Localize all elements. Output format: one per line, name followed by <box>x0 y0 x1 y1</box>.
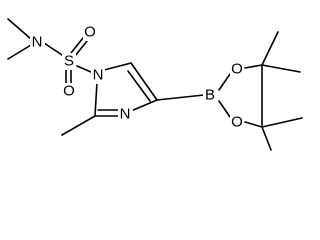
atom-o-boronate-top: O <box>231 61 243 78</box>
atom-n1-ring: N <box>93 67 104 84</box>
atom-s-sulfonyl: S <box>64 53 74 70</box>
bond-o-top-c <box>244 64 263 69</box>
bond-c-bottom-methyl-right <box>261 117 303 128</box>
bond-s-n1 <box>76 65 92 73</box>
bond-b-o-top <box>218 73 231 91</box>
bond-c2-n1 <box>94 81 98 117</box>
bonds <box>7 18 303 151</box>
bond-c-top-methyl-right <box>261 64 301 73</box>
chemical-structure-diagram: N S O O N N B O O <box>7 18 303 151</box>
bond-c2-methyl <box>61 115 96 136</box>
bond-c5-c4-b <box>127 70 151 102</box>
bond-s-o-top-b <box>74 40 88 57</box>
bond-s-o-top-a <box>70 37 84 54</box>
bond-methyl-top-n <box>7 18 32 40</box>
atom-boron: B <box>205 87 215 104</box>
atom-labels: N S O O N N B O O <box>30 24 244 131</box>
bond-c-top-methyl-up <box>261 31 279 66</box>
bond-c4-n3 <box>130 99 158 112</box>
bond-c-bottom-methyl-down <box>261 126 272 151</box>
bond-n-s <box>43 42 63 56</box>
atom-o-boronate-bottom: O <box>231 114 243 131</box>
atom-o-sulfonyl-top: O <box>84 24 96 41</box>
bond-c4-b <box>156 94 205 101</box>
bond-b-o-bottom <box>218 100 231 118</box>
atom-n-amine: N <box>32 34 43 51</box>
atom-o-sulfonyl-bottom: O <box>63 83 75 100</box>
atom-n3-ring: N <box>120 106 131 123</box>
bond-o-bottom-c <box>244 121 263 128</box>
bond-c5-c4-a <box>130 62 158 101</box>
bond-methyl-bottom-n <box>7 44 32 60</box>
structure-canvas: N S O O N N B O O <box>7 18 303 151</box>
bond-n1-c5 <box>103 62 132 71</box>
